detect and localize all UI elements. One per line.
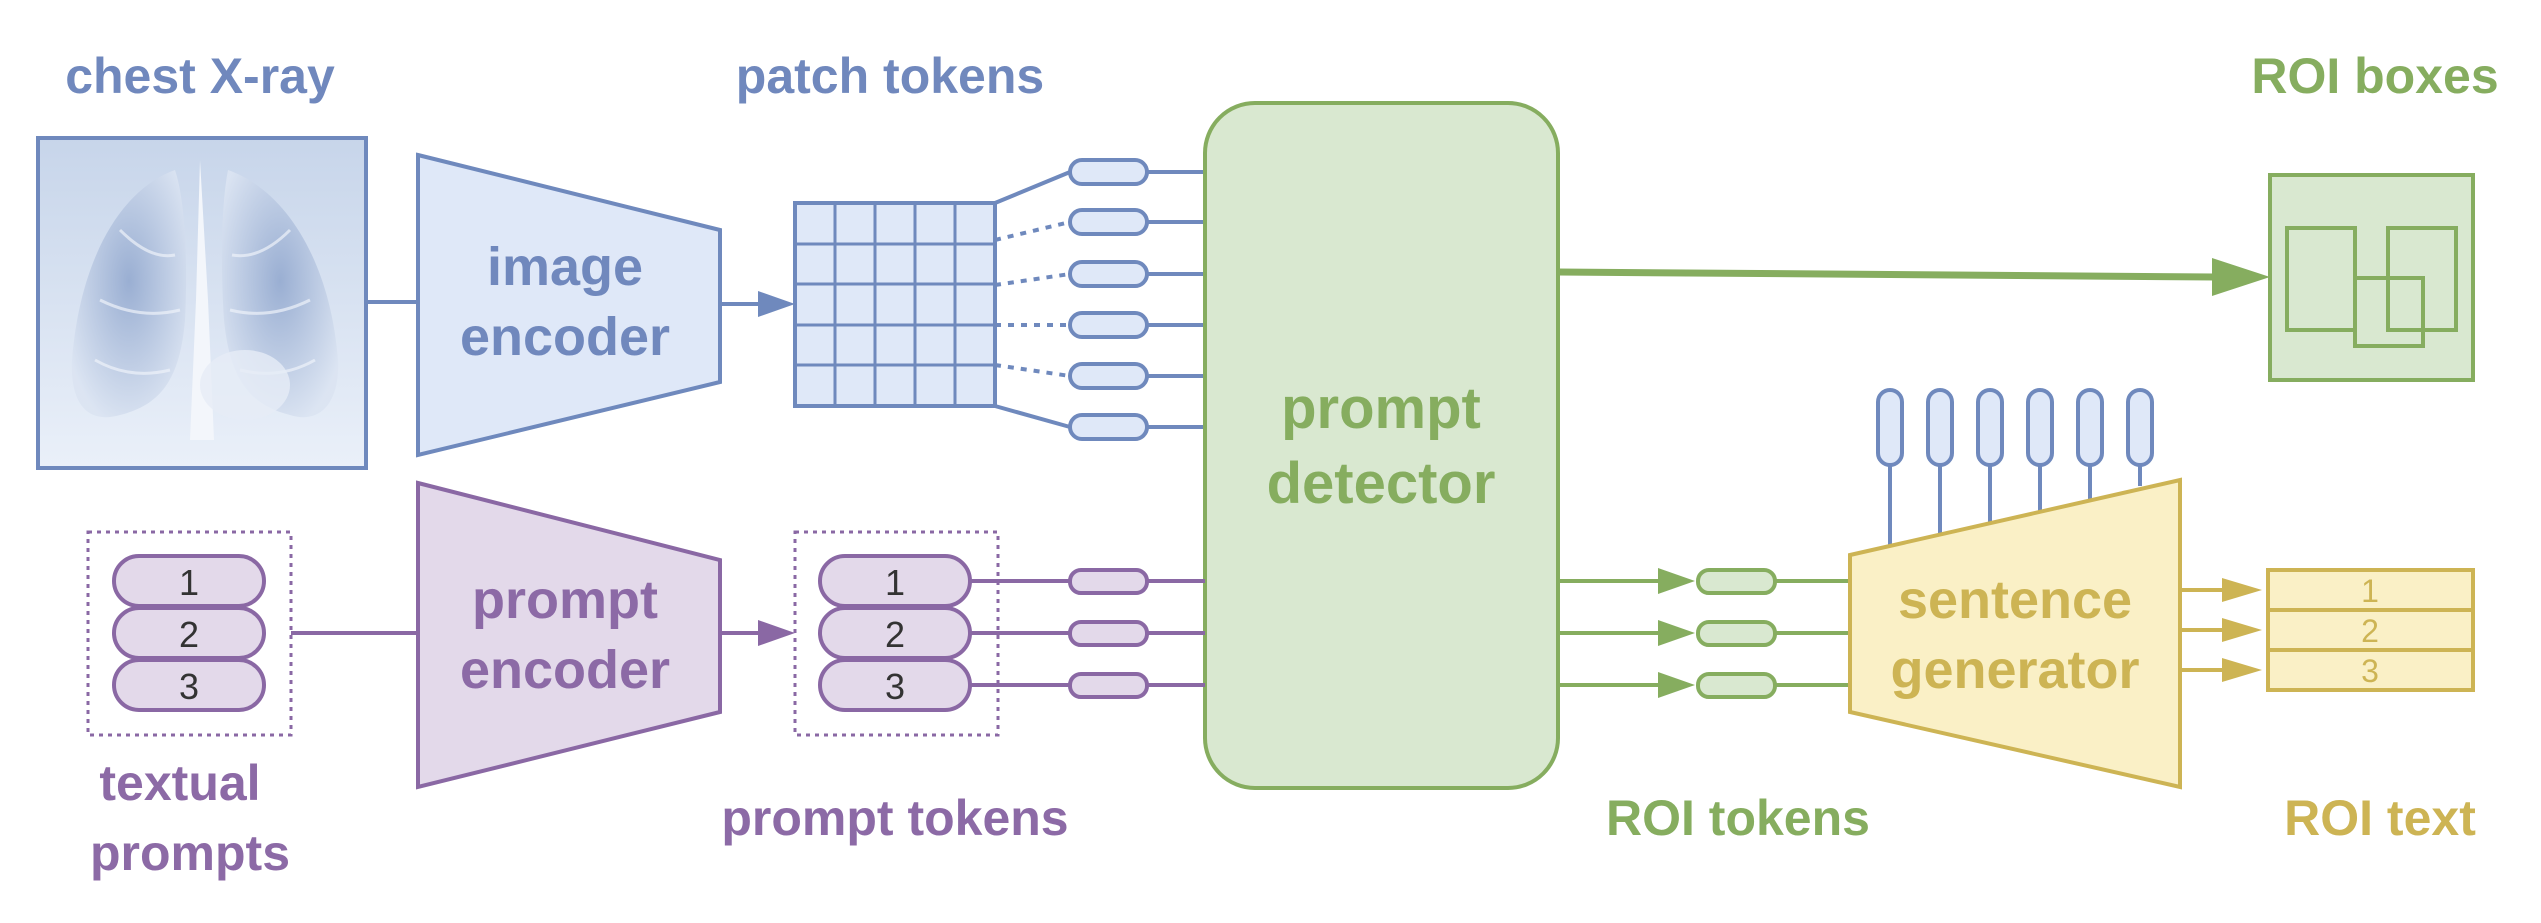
patch-token-pills bbox=[1068, 158, 1149, 441]
prompt-token-3: 3 bbox=[885, 666, 905, 707]
prompt-token-2: 2 bbox=[885, 614, 905, 655]
roi-text-row-2: 2 bbox=[2361, 613, 2379, 649]
sentence-generator-label-line1: sentence bbox=[1898, 570, 2132, 630]
sentence-generator-block bbox=[1848, 477, 2182, 790]
textual-prompt-1: 1 bbox=[179, 562, 199, 603]
textual-prompts-label-line1: textual bbox=[99, 755, 260, 811]
roi-text-label: ROI text bbox=[2284, 790, 2476, 846]
roi-tokens-label: ROI tokens bbox=[1606, 790, 1870, 846]
roi-token-arrowheads bbox=[1658, 568, 1695, 698]
patch-token-connectors bbox=[994, 170, 1205, 429]
generator-to-roi-text-arrows bbox=[2180, 578, 2262, 682]
prompt-encoder-label-line2: encoder bbox=[460, 640, 670, 700]
roi-boxes-panel bbox=[2268, 173, 2475, 382]
prompt-detector-block bbox=[1203, 101, 1560, 790]
textual-prompts-box bbox=[86, 530, 293, 737]
sentence-generator-label-line2: generator bbox=[1890, 640, 2139, 700]
detector-to-roi-boxes-arrow bbox=[1557, 258, 2270, 296]
textual-prompt-2: 2 bbox=[179, 614, 199, 655]
prompt-detector-label-line2: detector bbox=[1267, 451, 1496, 516]
prompt-token-pills bbox=[1068, 568, 1149, 699]
chest-xray-label: chest X-ray bbox=[65, 48, 335, 104]
roi-text-row-1: 1 bbox=[2361, 573, 2379, 609]
prompt-encoder-block bbox=[416, 480, 722, 790]
roi-boxes-label: ROI boxes bbox=[2251, 48, 2498, 104]
generator-input-tokens bbox=[1876, 388, 2154, 548]
image-encoder-block bbox=[416, 152, 722, 458]
prompt-tokens-box bbox=[793, 530, 1000, 737]
chest-xray-image bbox=[36, 136, 368, 470]
prompt-tokens-label: prompt tokens bbox=[721, 790, 1068, 846]
roi-text-table bbox=[2266, 568, 2475, 692]
encoder-to-patches-arrow bbox=[720, 291, 795, 317]
textual-prompt-3: 3 bbox=[179, 666, 199, 707]
textual-prompts-label-line2: prompts bbox=[90, 825, 290, 881]
patch-tokens-grid bbox=[793, 201, 997, 408]
image-encoder-label-line2: encoder bbox=[460, 307, 670, 367]
prompt-encoder-label-line1: prompt bbox=[472, 570, 658, 630]
image-encoder-label-line1: image bbox=[487, 237, 643, 297]
roi-text-row-3: 3 bbox=[2361, 653, 2379, 689]
roi-token-pills bbox=[1696, 568, 1777, 699]
prompt-token-1: 1 bbox=[885, 562, 905, 603]
encoder-to-prompt-tokens-arrow bbox=[720, 620, 795, 646]
roi-token-arrows bbox=[1558, 579, 1850, 687]
patch-tokens-label: patch tokens bbox=[736, 48, 1044, 104]
prompt-token-connectors bbox=[970, 579, 1205, 687]
prompt-detector-label-line1: prompt bbox=[1281, 376, 1481, 441]
